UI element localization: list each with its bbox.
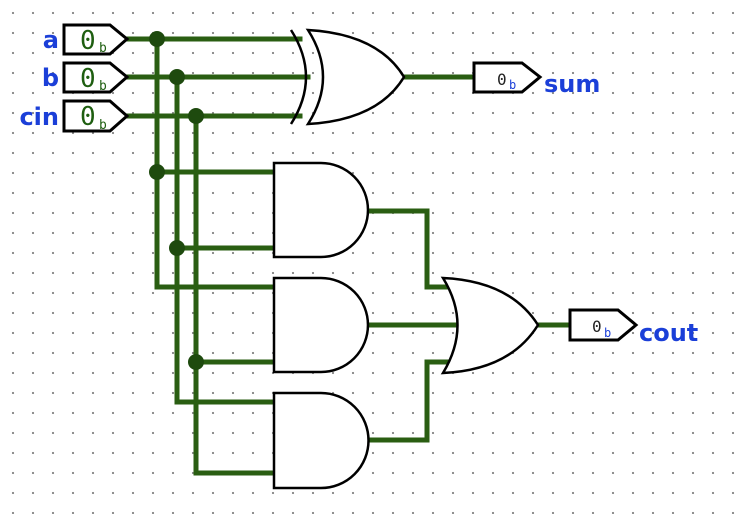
and-gate-1[interactable] (272, 161, 370, 259)
output-sum-radix: b (509, 78, 516, 92)
input-pin-b[interactable]: 0 b (62, 61, 130, 94)
input-cin-value: 0 (80, 102, 96, 132)
input-a-value: 0 (80, 26, 96, 56)
input-pin-cin[interactable]: 0 b (62, 99, 130, 133)
output-cout-value: 0 (592, 317, 602, 336)
label-b: b (42, 64, 59, 92)
junction-cin-and2 (188, 354, 204, 370)
output-sum-value: 0 (497, 70, 507, 89)
junction-cin-top (188, 108, 204, 124)
and-gate-3[interactable] (272, 391, 370, 490)
xor-gate[interactable] (289, 28, 406, 126)
output-cout-radix: b (604, 326, 611, 340)
wires (125, 36, 573, 476)
input-b-value: 0 (80, 64, 96, 94)
junction-a-and1 (149, 164, 165, 180)
junctions (149, 31, 204, 370)
label-a: a (43, 26, 59, 54)
label-cout: cout (639, 319, 698, 347)
pin-labels: a b cin sum cout (19, 26, 698, 347)
wire-and3-or (366, 359, 453, 443)
junction-a-top (149, 31, 165, 47)
output-pin-sum[interactable]: 0 b (472, 61, 543, 94)
label-sum: sum (544, 70, 600, 98)
label-cin: cin (19, 103, 59, 131)
wire-and1-or (366, 208, 453, 290)
input-b-radix: b (99, 79, 107, 94)
junction-b-and1 (169, 240, 185, 256)
or-gate[interactable] (440, 276, 540, 375)
input-cin-radix: b (99, 118, 107, 133)
input-a-radix: b (99, 41, 107, 56)
junction-b-top (169, 69, 185, 85)
and-gate-2[interactable] (272, 276, 370, 374)
output-pin-cout[interactable]: 0 b (568, 308, 639, 342)
input-pin-a[interactable]: 0 b (62, 23, 130, 56)
